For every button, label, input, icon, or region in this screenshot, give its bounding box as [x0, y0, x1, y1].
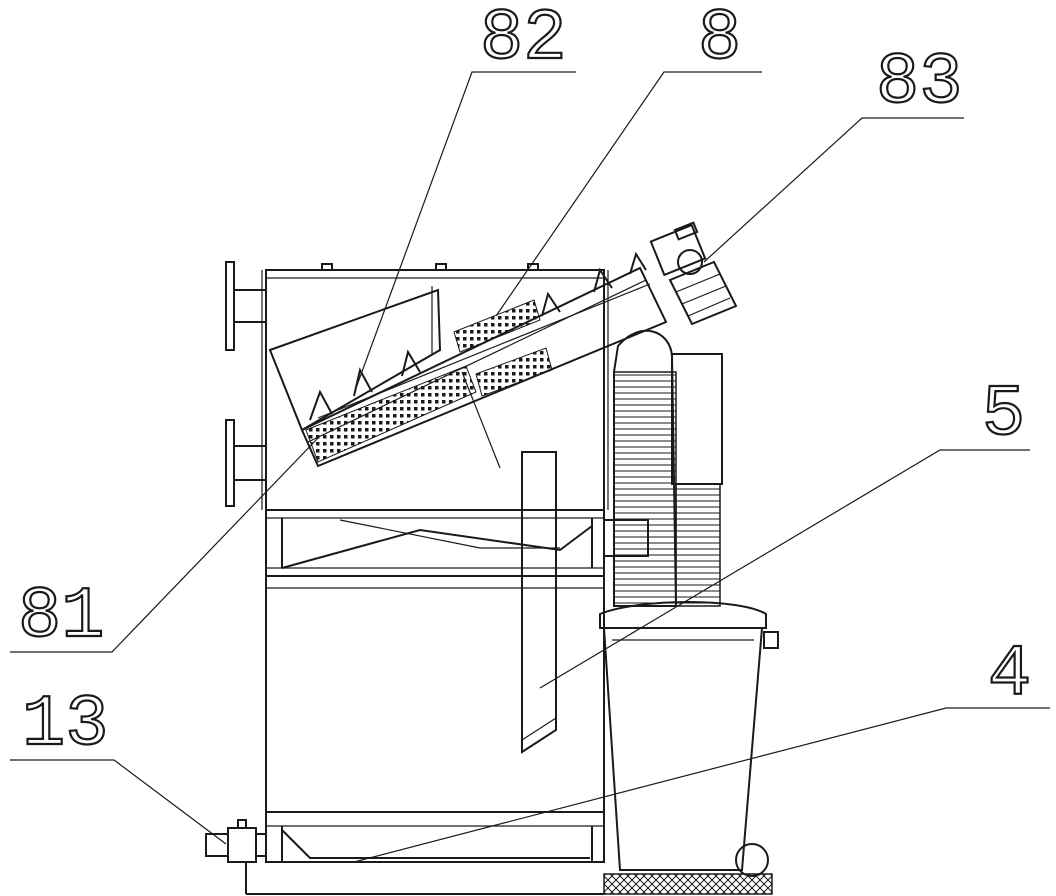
discharge-chute	[521, 451, 557, 754]
drain-valve	[205, 819, 267, 863]
label-5: 5	[982, 374, 1025, 456]
label-81: 81	[18, 576, 104, 658]
collection-bin	[599, 601, 779, 877]
upper-flange	[225, 261, 267, 351]
lower-cabinet	[245, 575, 605, 895]
ground-hatch	[603, 873, 773, 895]
outlet-duct	[603, 329, 723, 607]
label-13: 13	[22, 684, 108, 766]
label-83: 83	[876, 42, 962, 124]
label-4: 4	[988, 634, 1031, 716]
screw-conveyor	[268, 251, 668, 469]
leader-lines	[10, 71, 1050, 863]
label-8: 8	[698, 0, 741, 80]
drive-motor	[649, 221, 738, 326]
lower-flange	[225, 419, 267, 507]
mid-frame	[265, 509, 605, 577]
label-82: 82	[480, 0, 566, 80]
